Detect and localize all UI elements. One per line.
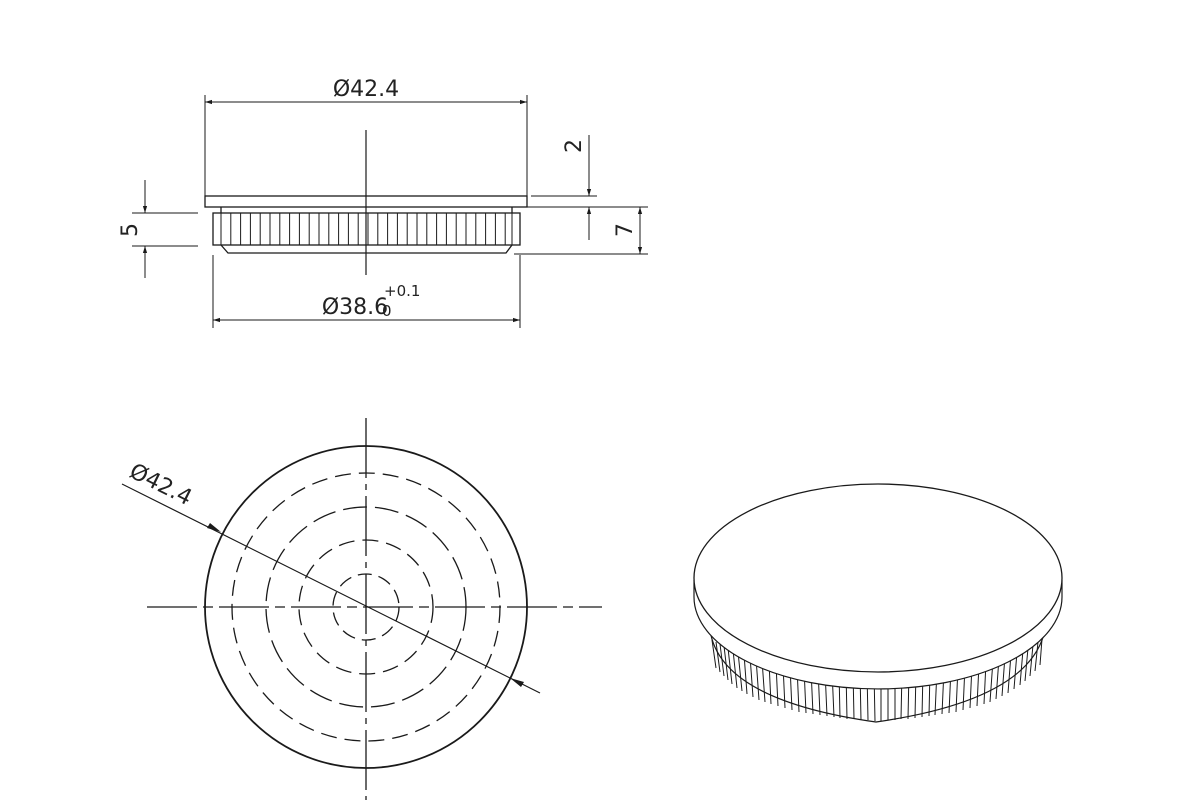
diameter-leader-line [121, 483, 541, 694]
total-height-label: 7 [613, 223, 638, 237]
isometric-view [693, 483, 1063, 723]
chamfer-outline [220, 244, 513, 254]
flange-thickness-label: 2 [562, 139, 587, 153]
side-view [132, 95, 648, 328]
outer-diameter-label: Ø42.4 [333, 77, 399, 102]
inner-diameter-label: Ø38.6 [322, 295, 388, 320]
spigot-height-label: 5 [118, 223, 143, 237]
knurl-texture [711, 638, 1043, 722]
top-face [693, 483, 1063, 673]
inner-diameter-tolerance-lower: 0 [382, 302, 392, 320]
top-view [121, 418, 602, 800]
knurl-lines [220, 213, 513, 245]
inner-diameter-tolerance-upper: +0.1 [384, 282, 420, 300]
